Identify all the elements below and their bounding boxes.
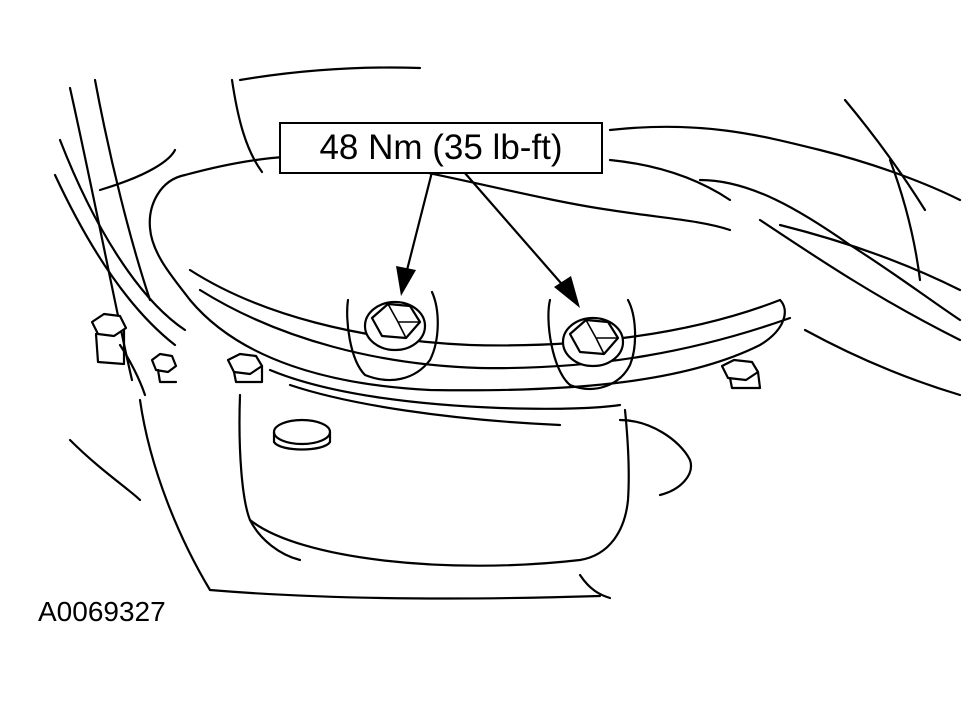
drain-plug [272, 418, 332, 451]
torque-label: 48 Nm (35 lb-ft) [319, 128, 563, 167]
figure-id-label: A0069327 [38, 596, 166, 627]
perimeter-bolt-small-left [150, 352, 178, 384]
bolt-boss-right [547, 298, 637, 390]
lower-pan [68, 343, 693, 600]
torque-bolt-right [561, 316, 625, 368]
perimeter-bolt-mid-left [226, 352, 264, 384]
cover-plate [148, 154, 792, 427]
leader-arrow-left [396, 170, 434, 296]
torque-bolt-left [363, 300, 427, 352]
perimeter-bolt-left [90, 312, 128, 366]
torque-callout-box: 48 Nm (35 lb-ft) [279, 122, 603, 174]
perimeter-bolt-right [720, 358, 762, 390]
leader-arrow-right [462, 170, 580, 308]
housing-outline [53, 66, 962, 397]
bolt-boss-left [346, 290, 439, 382]
